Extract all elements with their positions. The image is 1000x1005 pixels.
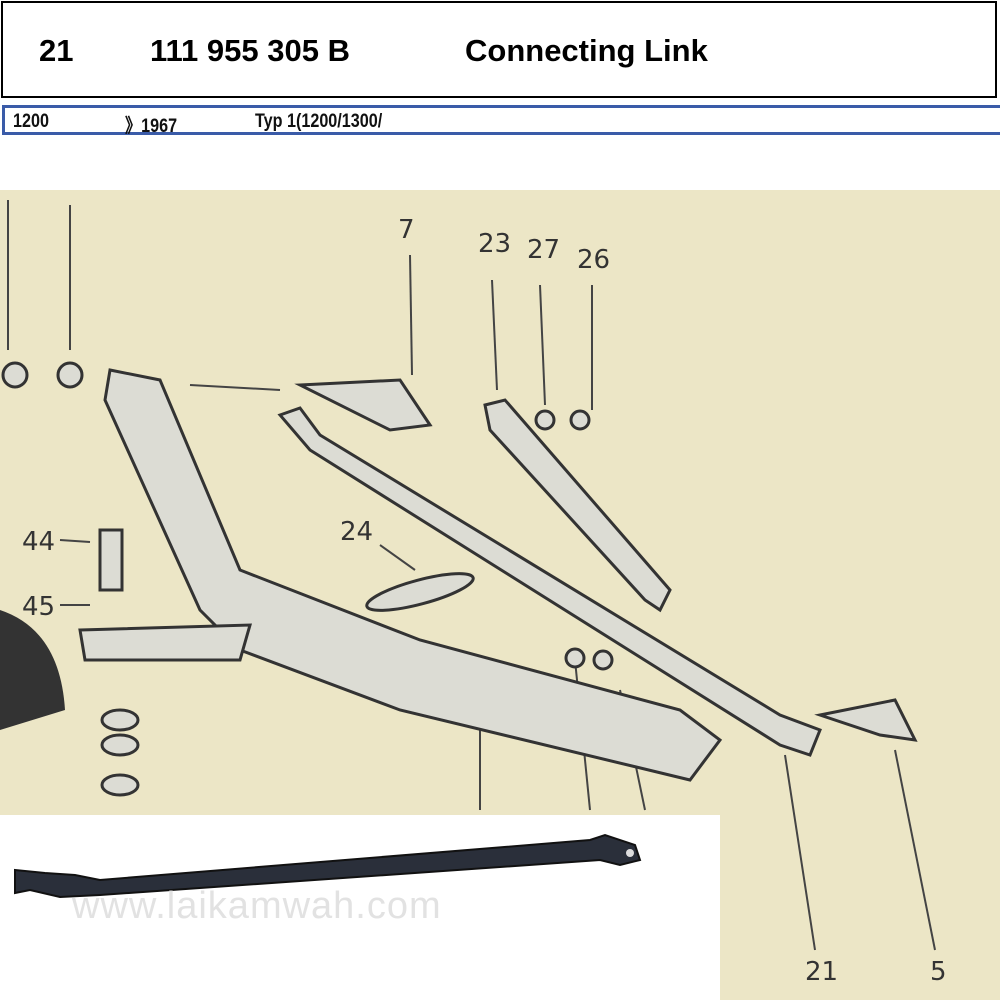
callout-21: 21 bbox=[805, 957, 838, 987]
model: 1200 bbox=[13, 111, 49, 132]
part-title-box: 21 111 955 305 B Connecting Link bbox=[1, 1, 997, 98]
callout-24: 24 bbox=[340, 517, 373, 547]
callout-23: 23 bbox=[478, 229, 511, 259]
pedal-cluster-bracket bbox=[103, 368, 723, 782]
vehicle-type: Typ 1(1200/1300/ bbox=[255, 111, 383, 132]
product-photo: www.laikamwah.com bbox=[0, 815, 720, 1000]
part-number: 111 955 305 B bbox=[150, 33, 350, 68]
link-23 bbox=[483, 398, 672, 613]
callout-5: 5 bbox=[930, 957, 947, 987]
callout-27: 27 bbox=[527, 235, 560, 265]
callout-26: 26 bbox=[577, 245, 610, 275]
model-info-bar: 1200 》1967 Typ 1(1200/1300/ bbox=[2, 105, 1000, 137]
connecting-link-photo bbox=[14, 833, 642, 899]
item-number: 21 bbox=[39, 33, 74, 68]
callout-45: 45 bbox=[22, 592, 55, 622]
callout-44: 44 bbox=[22, 527, 55, 557]
connecting-link-21 bbox=[277, 406, 822, 757]
from-year: 》1967 bbox=[125, 116, 178, 137]
part-name: Connecting Link bbox=[465, 33, 708, 68]
callout-7: 7 bbox=[398, 215, 415, 245]
watermark: www.laikamwah.com bbox=[72, 885, 442, 927]
